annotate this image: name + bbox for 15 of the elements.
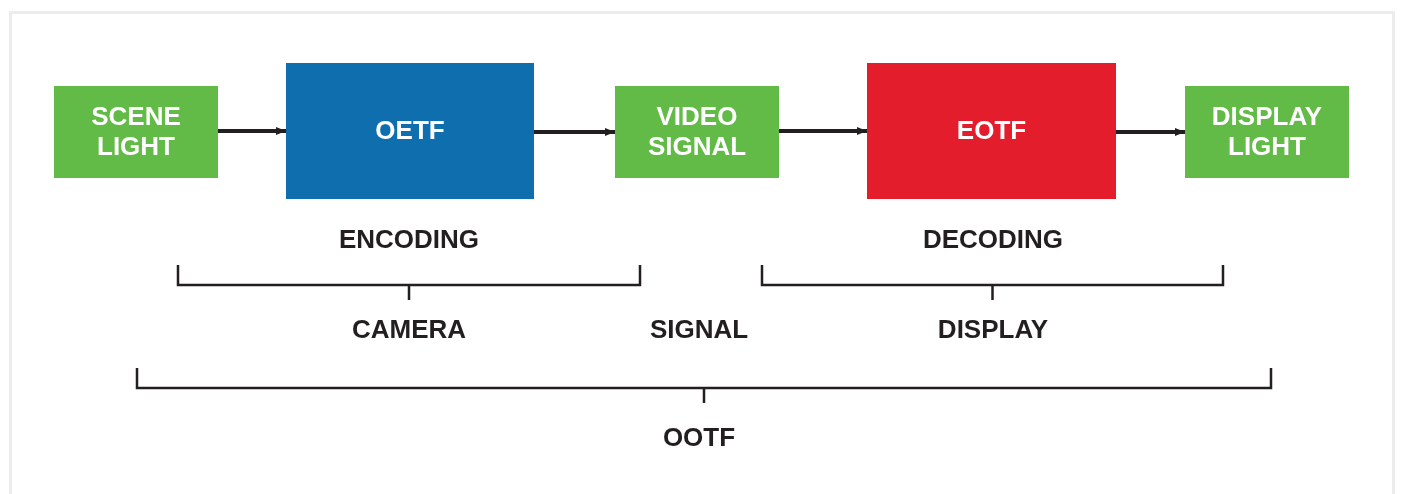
process-box: DISPLAY LIGHT <box>1185 86 1349 178</box>
arrow <box>779 127 867 135</box>
process-box: EOTF <box>867 63 1116 199</box>
stage-label: CAMERA <box>351 314 467 345</box>
arrow <box>218 127 286 135</box>
process-box: SCENE LIGHT <box>54 86 218 178</box>
process-box: VIDEO SIGNAL <box>615 86 779 178</box>
arrow <box>1116 128 1185 136</box>
stage-label: DECODING <box>922 224 1064 255</box>
stage-label: SIGNAL <box>649 314 749 345</box>
arrow <box>534 128 615 136</box>
stage-label: DISPLAY <box>937 314 1049 345</box>
stage-label: OOTF <box>662 422 736 453</box>
stage-label: ENCODING <box>338 224 480 255</box>
process-box: OETF <box>286 63 534 199</box>
